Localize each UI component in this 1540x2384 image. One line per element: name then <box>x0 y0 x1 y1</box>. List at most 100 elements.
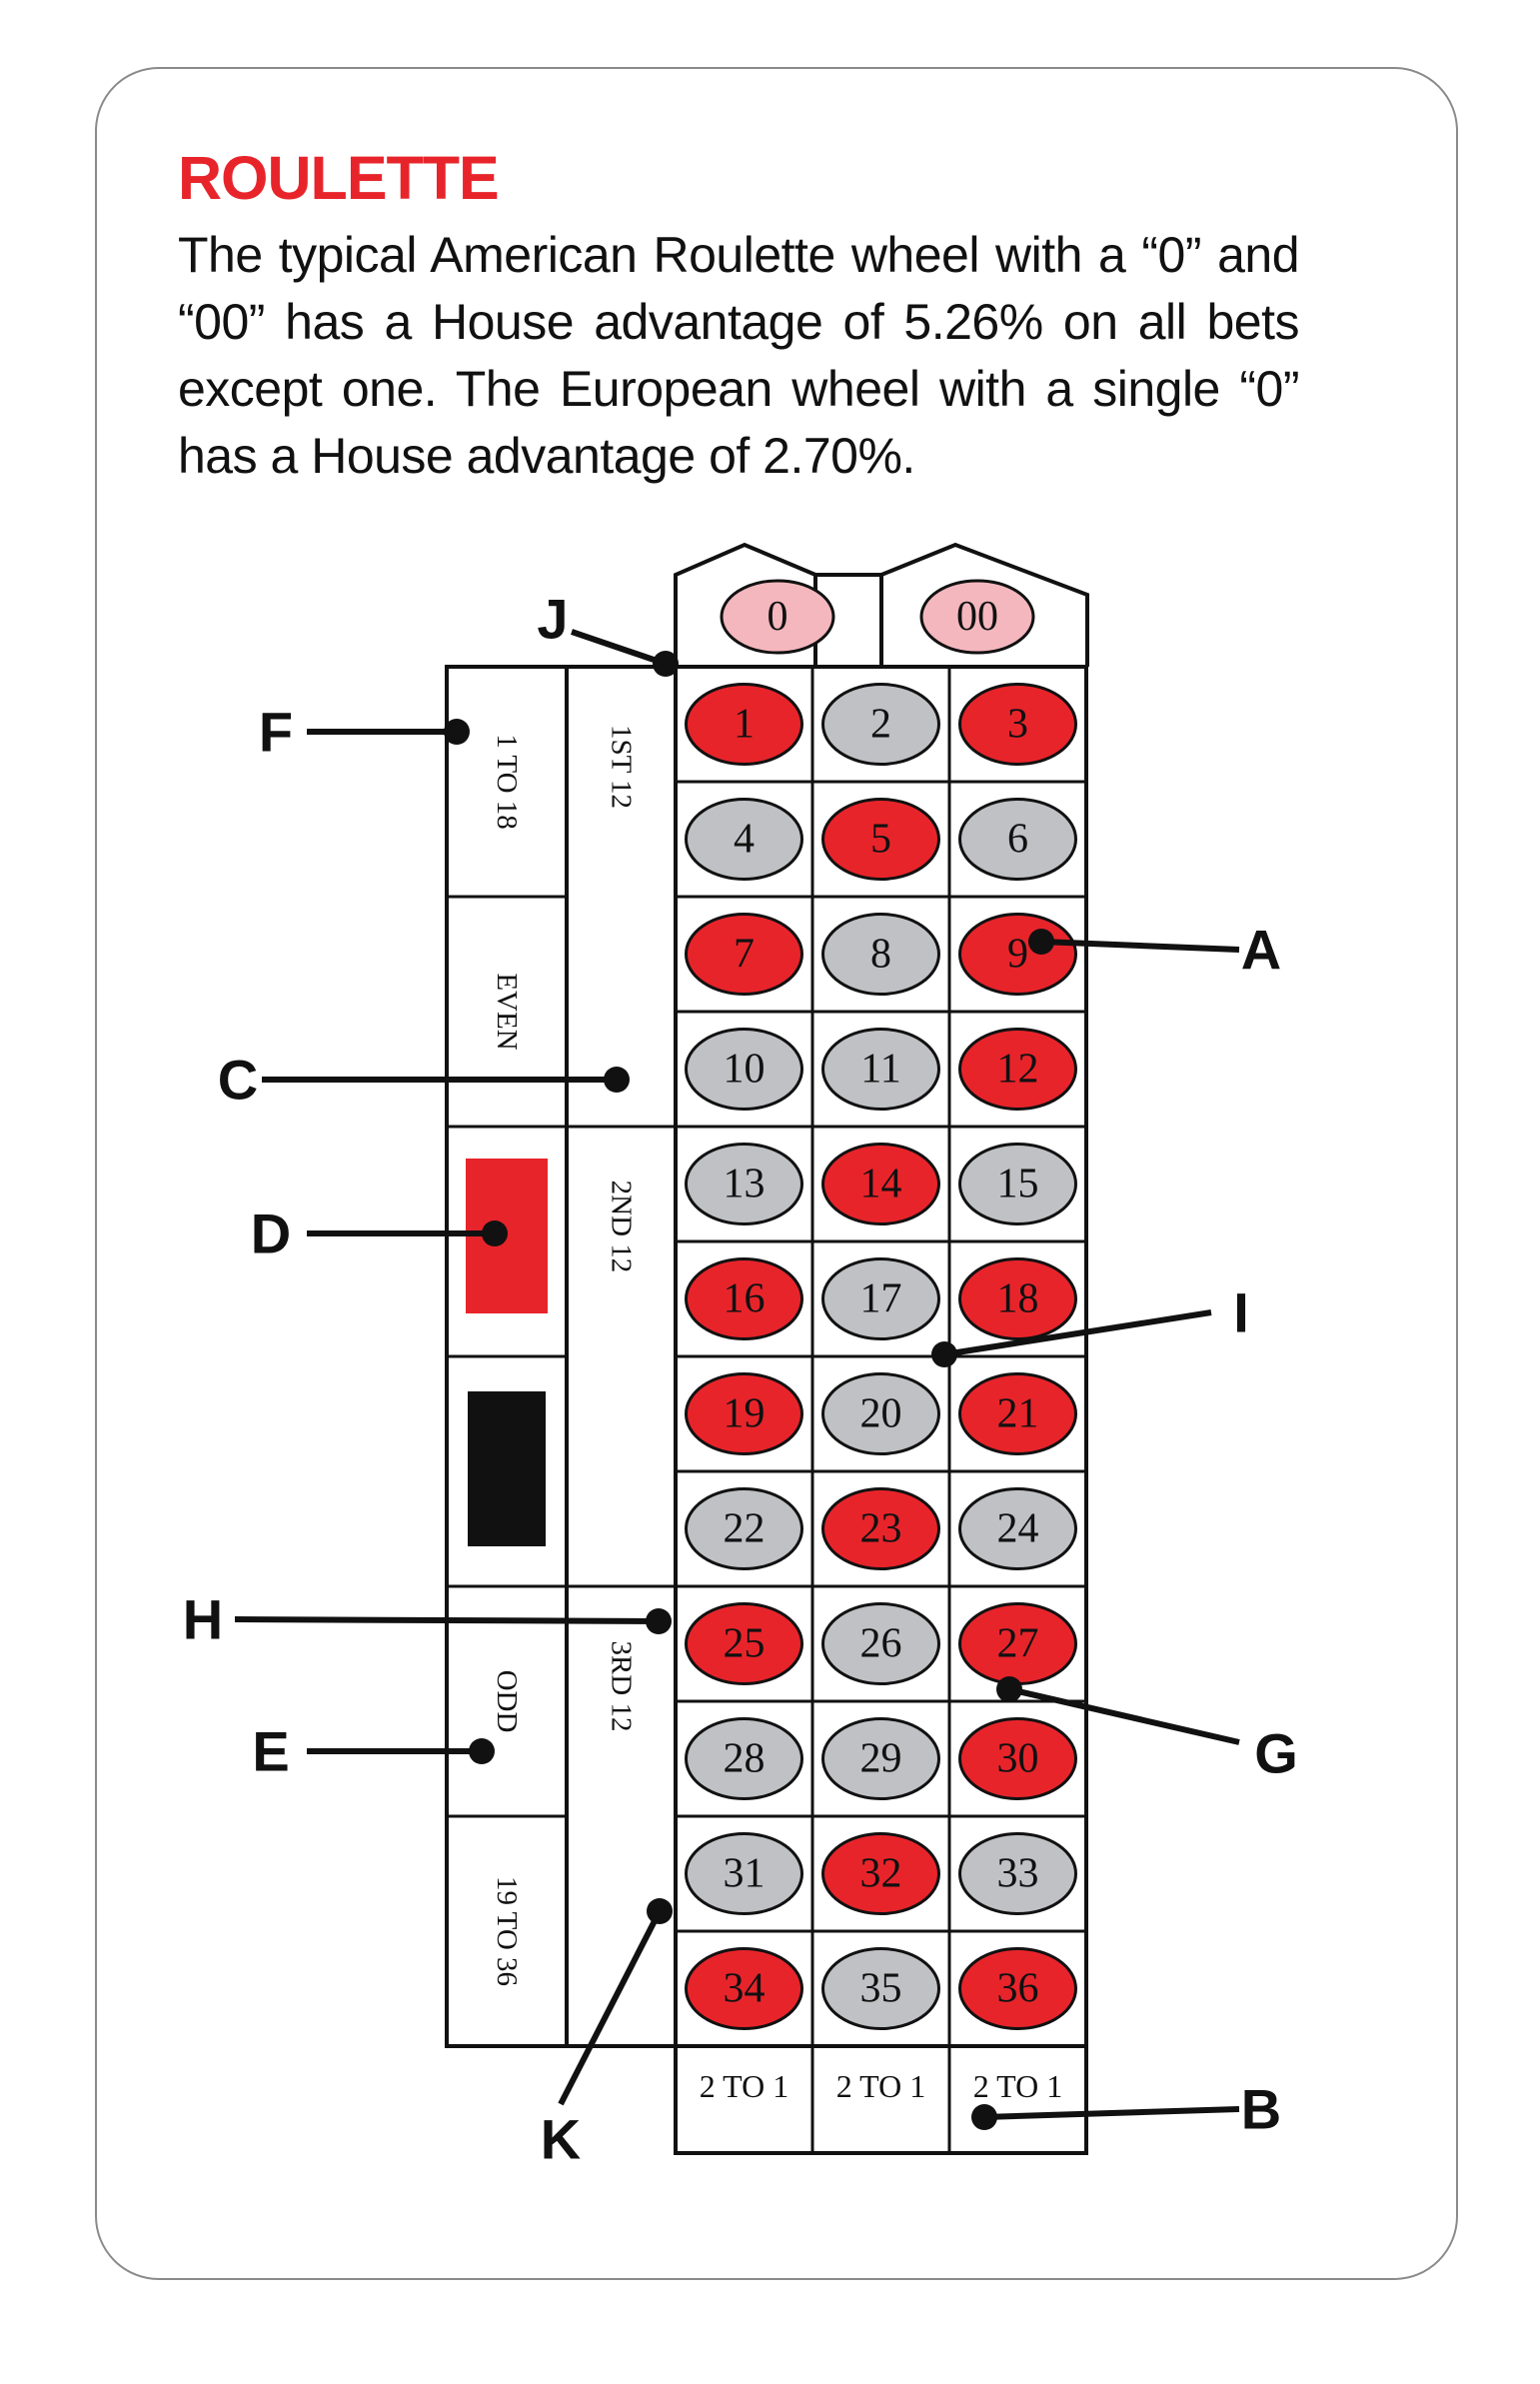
callout-label-e: E <box>252 1720 289 1783</box>
number-pocket <box>685 1832 803 1915</box>
callout-dot <box>604 1067 630 1093</box>
callout-label-d: D <box>251 1202 291 1265</box>
number-pocket <box>821 798 940 881</box>
number-label: 22 <box>724 1506 766 1552</box>
callout-label-g: G <box>1254 1722 1298 1785</box>
number-pocket <box>685 1372 803 1455</box>
callout-dot <box>444 719 470 745</box>
number-label: 8 <box>870 932 891 978</box>
number-label: 30 <box>997 1736 1039 1782</box>
zero-pocket <box>720 579 835 655</box>
number-pocket <box>685 1947 803 2030</box>
callout-label-j: J <box>537 588 568 651</box>
number-label: 35 <box>860 1966 902 2012</box>
callout-leader-line <box>983 2106 1240 2120</box>
card-title: ROULETTE <box>178 144 500 212</box>
dozen-bet-label: 3RD 12 <box>606 1640 638 1731</box>
callout-leader-line <box>943 1309 1212 1357</box>
outside-bet-label: 19 TO 36 <box>491 1876 523 1986</box>
column-bet-label: 2 TO 1 <box>700 2068 789 2104</box>
number-label: 15 <box>997 1162 1039 1207</box>
number-pocket <box>821 1257 940 1340</box>
column-bet-label: 2 TO 1 <box>836 2068 926 2104</box>
number-pocket <box>821 1717 940 1800</box>
number-label: 26 <box>860 1621 902 1667</box>
number-pocket <box>958 1832 1077 1915</box>
number-pocket <box>958 1257 1077 1340</box>
number-pocket <box>958 798 1077 881</box>
number-label: 28 <box>724 1736 766 1782</box>
outside-bet-label: 1 TO 18 <box>491 734 523 830</box>
callout-dot <box>931 1341 957 1367</box>
dozen-bet-label: 1ST 12 <box>606 725 638 809</box>
number-pocket <box>685 1257 803 1340</box>
number-label: 16 <box>724 1276 766 1322</box>
number-label: 11 <box>860 1047 900 1093</box>
number-label: 33 <box>997 1851 1039 1897</box>
number-pocket <box>685 1717 803 1800</box>
number-label: 13 <box>724 1162 766 1207</box>
callout-dot <box>646 1608 672 1634</box>
number-pocket <box>958 1947 1077 2030</box>
number-pocket <box>821 1487 940 1570</box>
outside-bet-label: ODD <box>491 1670 523 1733</box>
callout-label-k: K <box>541 2108 581 2171</box>
number-pocket <box>821 1602 940 1685</box>
number-label: 10 <box>724 1047 766 1093</box>
callout-label-i: I <box>1233 1281 1249 1344</box>
callout-dot <box>647 1898 673 1924</box>
number-label: 31 <box>724 1851 766 1897</box>
number-pocket <box>821 1372 940 1455</box>
number-label: 24 <box>997 1506 1039 1552</box>
number-pocket <box>685 1487 803 1570</box>
number-label: 17 <box>860 1276 902 1322</box>
callout-label-c: C <box>218 1049 258 1112</box>
callout-dot <box>996 1676 1022 1702</box>
callout-leader-line <box>1008 1686 1240 1745</box>
number-label: 3 <box>1007 702 1028 748</box>
number-pocket <box>685 1143 803 1225</box>
column-bets-border <box>674 2044 1088 2155</box>
zero-pocket-label: 0 <box>768 594 788 640</box>
number-label: 1 <box>734 702 755 748</box>
number-label: 18 <box>997 1276 1039 1322</box>
dozen-bets: 1ST 12 2ND 12 3RD 12 <box>565 665 678 2048</box>
black-color-bet <box>468 1391 546 1546</box>
callout-leader-line <box>571 629 667 667</box>
number-pocket <box>821 913 940 996</box>
number-pocket <box>821 683 940 766</box>
number-label: 36 <box>997 1966 1039 2012</box>
number-label: 20 <box>860 1391 902 1437</box>
number-label: 14 <box>860 1162 902 1207</box>
callout-leader-line <box>558 1909 663 2106</box>
callout-label-a: A <box>1241 919 1281 982</box>
callout-dot <box>971 2104 997 2130</box>
callout-dot <box>482 1220 508 1246</box>
dozen-bets-border <box>565 665 678 2048</box>
number-pocket <box>821 1143 940 1225</box>
number-pocket <box>958 1028 1077 1111</box>
dozen-bet-label: 2ND 12 <box>606 1181 638 1273</box>
number-label: 7 <box>734 932 755 978</box>
number-label: 25 <box>724 1621 766 1667</box>
callout-label-b: B <box>1241 2078 1281 2141</box>
number-pocket <box>685 683 803 766</box>
column-bet-label: 2 TO 1 <box>973 2068 1063 2104</box>
number-pocket <box>958 1717 1077 1800</box>
number-pocket <box>685 798 803 881</box>
zero-pocket-label: 00 <box>956 594 998 640</box>
card-description: The typical American Roulette wheel with… <box>178 227 1300 484</box>
callout-dot <box>469 1738 495 1764</box>
number-label: 27 <box>997 1621 1039 1667</box>
outside-bet-label: EVEN <box>491 973 523 1050</box>
number-pocket <box>958 1487 1077 1570</box>
number-pocket <box>821 1028 940 1111</box>
callout-dot <box>1028 929 1054 955</box>
number-pocket <box>821 1832 940 1915</box>
callout-dot <box>653 651 679 677</box>
number-pocket <box>958 1372 1077 1455</box>
